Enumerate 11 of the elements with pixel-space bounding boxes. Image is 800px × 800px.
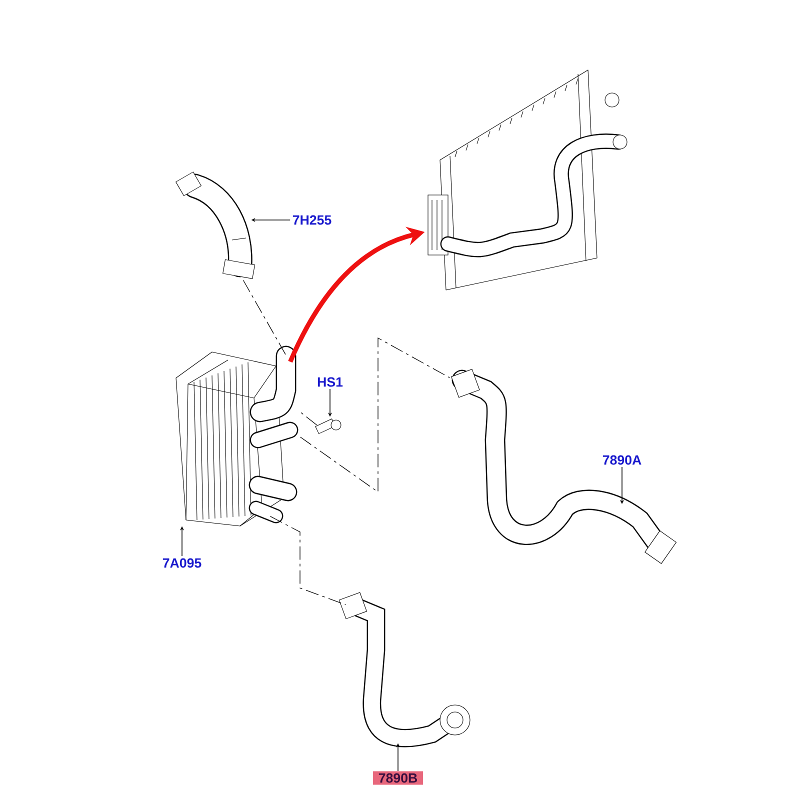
dash-dot-line [300,412,318,426]
part-number: 7H255 [292,215,332,225]
dash-dot-line [300,337,450,493]
radiator-drawing [428,70,628,290]
part-number: 7890B [373,771,423,785]
dash-dot-line [270,516,346,606]
oil-cooler-drawing [176,346,298,526]
hose-drawing [338,592,470,748]
part-number: 7A095 [162,558,202,568]
dash-dot-line [242,280,287,356]
part-number: HS1 [318,377,343,387]
